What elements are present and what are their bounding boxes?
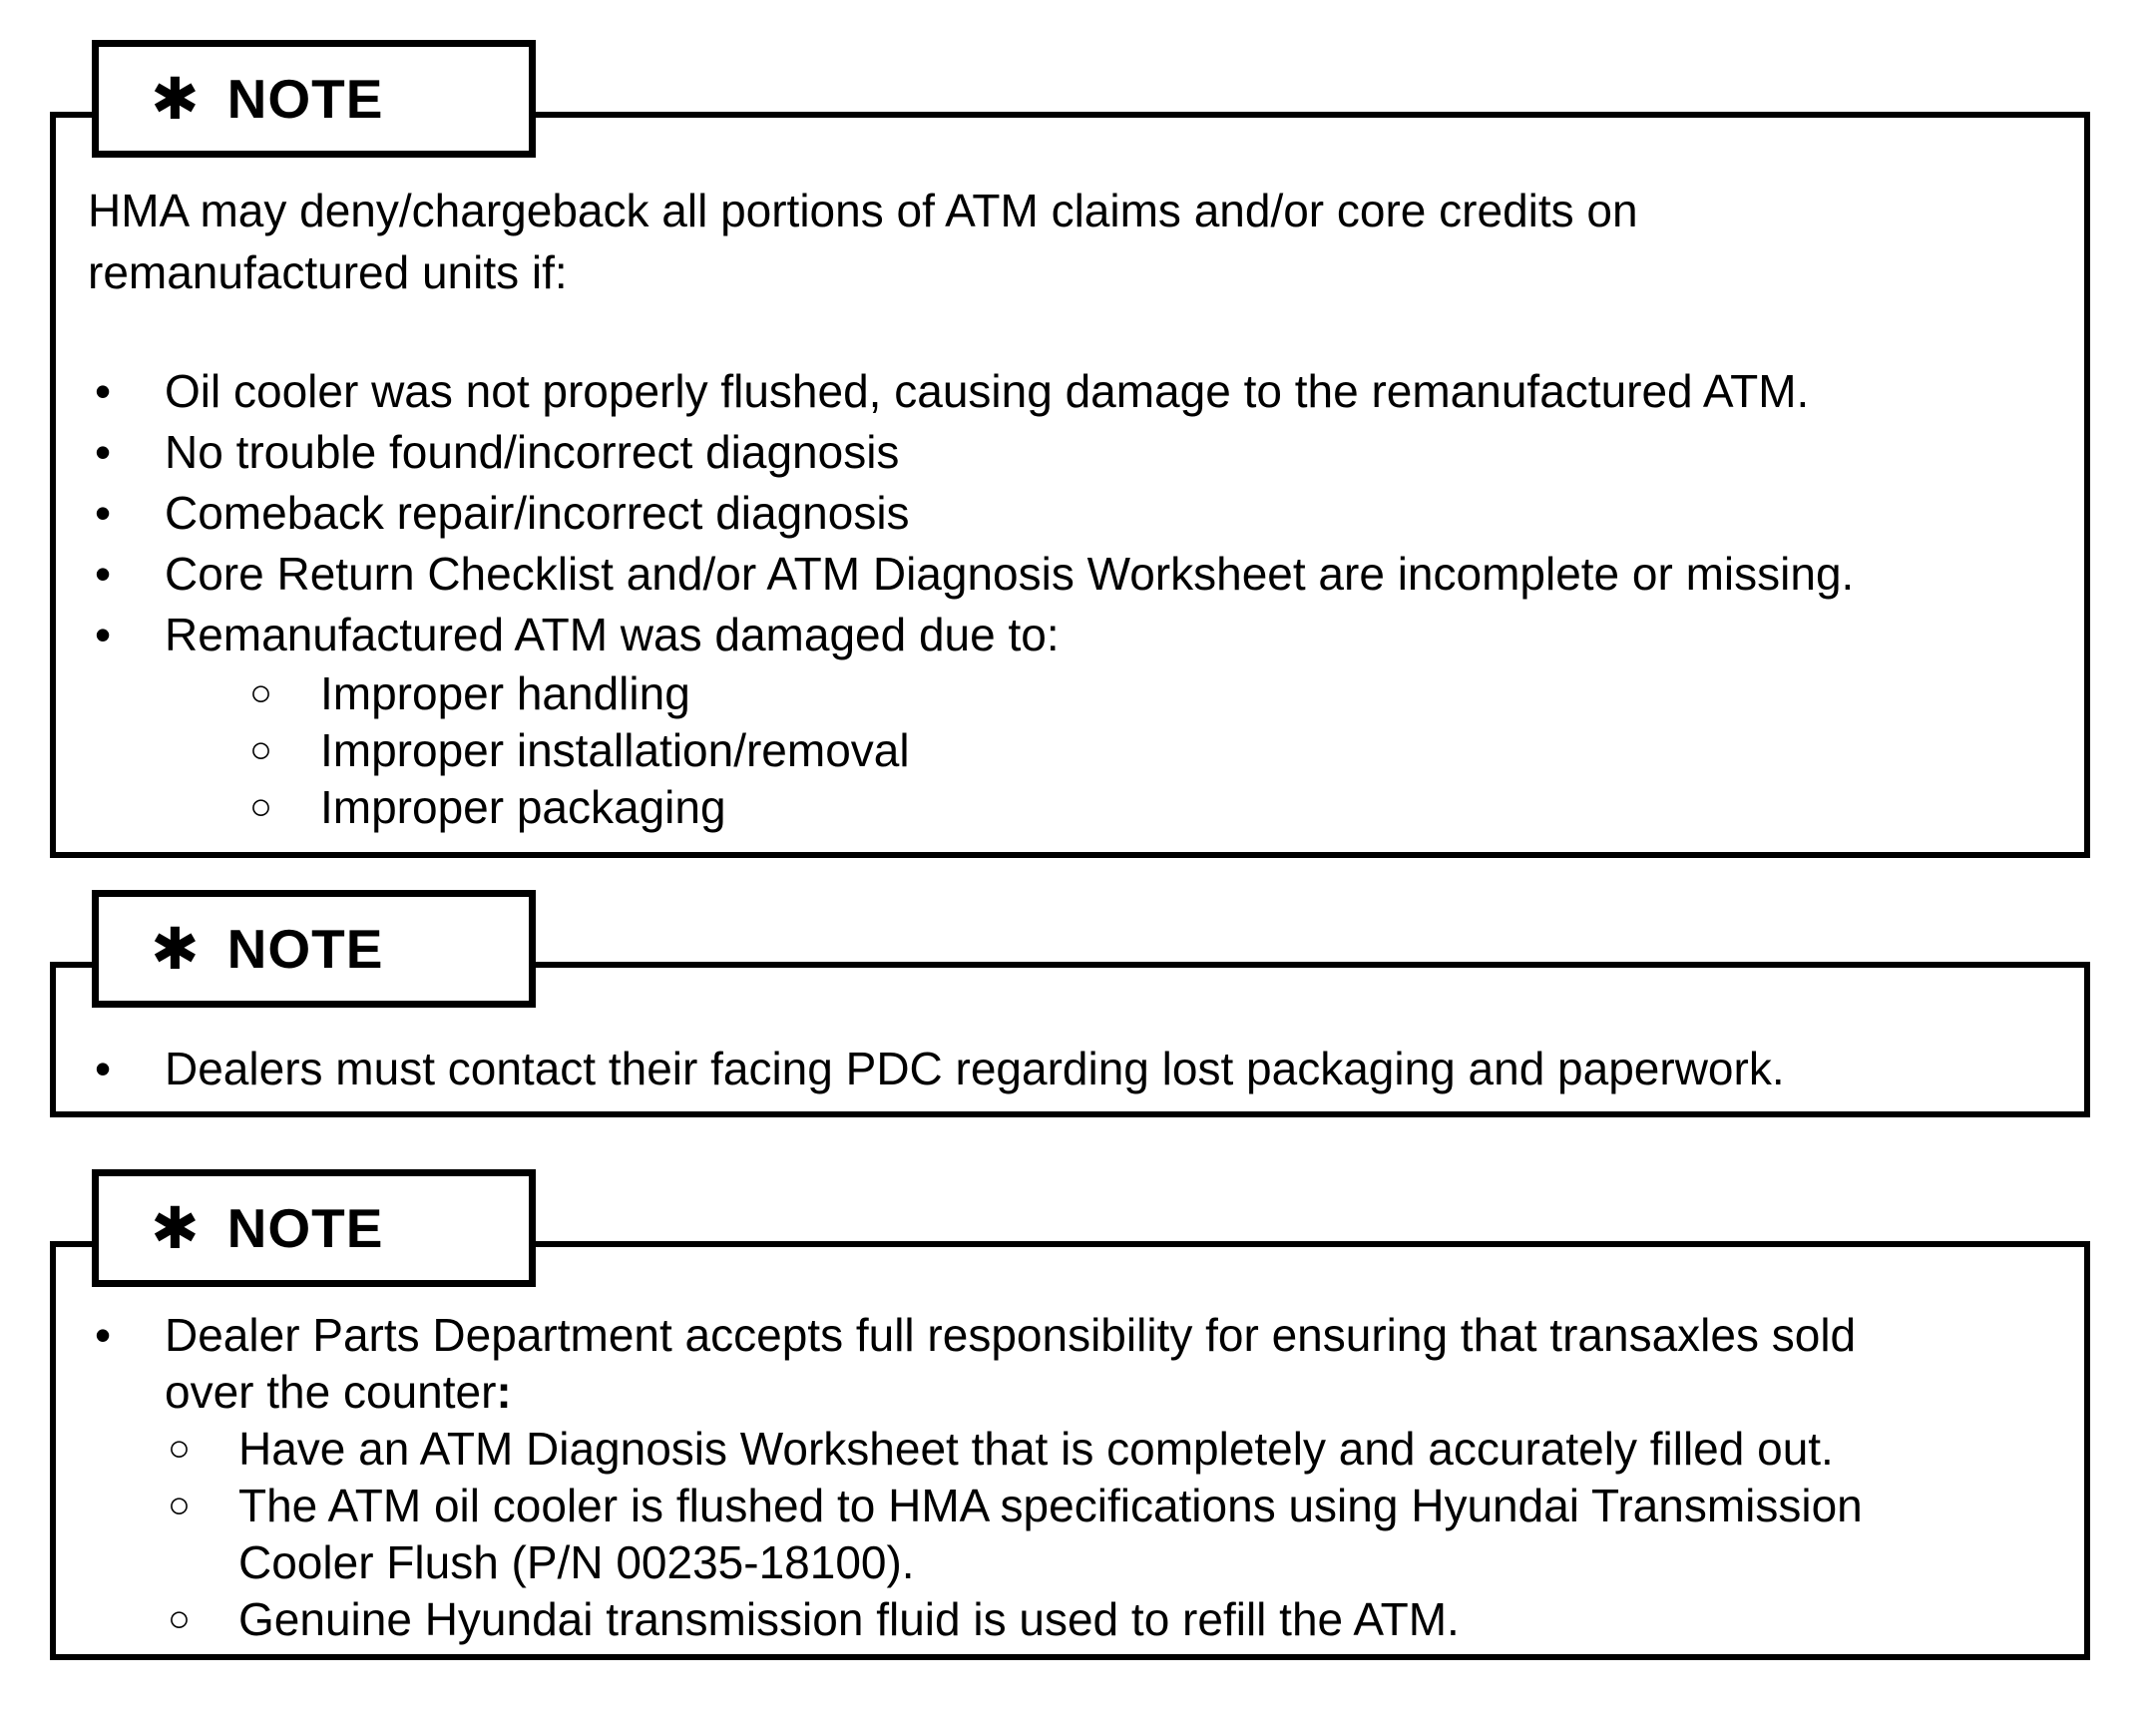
bullet-item: • Core Return Checklist and/or ATM Diagn… bbox=[88, 544, 2044, 605]
note-body: HMA may deny/chargeback all portions of … bbox=[50, 112, 2090, 858]
bullet-text: Core Return Checklist and/or ATM Diagnos… bbox=[165, 548, 1855, 600]
asterisk-icon: ✱ bbox=[151, 1194, 200, 1262]
sub-bullet-text: Genuine Hyundai transmission fluid is us… bbox=[238, 1593, 1460, 1645]
bullet-text: No trouble found/incorrect diagnosis bbox=[165, 426, 900, 478]
bullet-item: • Dealers must contact their facing PDC … bbox=[88, 1038, 2044, 1099]
asterisk-icon: ✱ bbox=[151, 915, 200, 983]
bullet-text: Remanufactured ATM was damaged due to: bbox=[165, 609, 1060, 660]
note-header: ✱ NOTE bbox=[92, 890, 536, 1008]
bullet-text: Comeback repair/incorrect diagnosis bbox=[165, 487, 910, 539]
bullet-text: Dealers must contact their facing PDC re… bbox=[165, 1043, 1785, 1094]
bullet-icon: • bbox=[95, 1309, 112, 1361]
note-box-claim-denial: ✱ NOTE HMA may deny/chargeback all porti… bbox=[50, 40, 2090, 858]
bullet-item: • No trouble found/incorrect diagnosis bbox=[88, 422, 2044, 483]
note-box-parts-department: ✱ NOTE • Dealer Parts Department accepts… bbox=[50, 1169, 2090, 1660]
note-title: NOTE bbox=[226, 68, 384, 130]
bullet-text-bold-colon: : bbox=[496, 1366, 512, 1418]
bullet-icon: • bbox=[95, 426, 112, 478]
circle-bullet-icon: ○ bbox=[249, 729, 272, 771]
circle-bullet-icon: ○ bbox=[168, 1598, 191, 1640]
document-page: ✱ NOTE HMA may deny/chargeback all porti… bbox=[0, 40, 2156, 1660]
sub-bullet-item: ○ The ATM oil cooler is flushed to HMA s… bbox=[166, 1478, 2044, 1591]
note-title: NOTE bbox=[226, 918, 384, 980]
sub-bullet-item: ○ Improper packaging bbox=[247, 779, 2044, 836]
asterisk-icon: ✱ bbox=[151, 65, 200, 133]
bullet-item: • Comeback repair/incorrect diagnosis bbox=[88, 483, 2044, 544]
sub-bullet-item: ○ Improper handling bbox=[247, 665, 2044, 722]
bullet-text-main: Dealer Parts Department accepts full res… bbox=[165, 1309, 1857, 1418]
bullet-item: • Oil cooler was not properly flushed, c… bbox=[88, 361, 2044, 422]
note-body: • Dealers must contact their facing PDC … bbox=[50, 962, 2090, 1117]
note-title: NOTE bbox=[226, 1197, 384, 1259]
circle-bullet-icon: ○ bbox=[249, 786, 272, 828]
bullet-icon: • bbox=[95, 487, 112, 539]
note-intro-paragraph: HMA may deny/chargeback all portions of … bbox=[88, 185, 1638, 298]
sub-bullet-text: The ATM oil cooler is flushed to HMA spe… bbox=[238, 1480, 1863, 1588]
sub-bullet-item: ○ Have an ATM Diagnosis Worksheet that i… bbox=[166, 1421, 2044, 1478]
bullet-item: • Remanufactured ATM was damaged due to: bbox=[88, 605, 2044, 665]
bullet-icon: • bbox=[95, 548, 112, 600]
sub-bullet-text: Improper handling bbox=[320, 667, 690, 719]
bullet-text: Oil cooler was not properly flushed, cau… bbox=[165, 365, 1810, 417]
sub-bullet-text: Improper packaging bbox=[320, 781, 726, 833]
note-box-facing-pdc: ✱ NOTE • Dealers must contact their faci… bbox=[50, 890, 2090, 1117]
sub-bullet-item: ○ Genuine Hyundai transmission fluid is … bbox=[166, 1591, 2044, 1648]
note-header: ✱ NOTE bbox=[92, 1169, 536, 1287]
bullet-icon: • bbox=[95, 1043, 112, 1094]
sub-bullet-text: Have an ATM Diagnosis Worksheet that is … bbox=[238, 1423, 1834, 1475]
bullet-text: Dealer Parts Department accepts full res… bbox=[165, 1307, 2044, 1421]
circle-bullet-icon: ○ bbox=[168, 1428, 191, 1470]
sub-bullet-text: Improper installation/removal bbox=[320, 724, 910, 776]
circle-bullet-icon: ○ bbox=[168, 1485, 191, 1526]
note-body: • Dealer Parts Department accepts full r… bbox=[50, 1241, 2090, 1660]
bullet-icon: • bbox=[95, 609, 112, 660]
circle-bullet-icon: ○ bbox=[249, 672, 272, 714]
bullet-icon: • bbox=[95, 365, 112, 417]
sub-bullet-item: ○ Improper installation/removal bbox=[247, 722, 2044, 779]
bullet-item: • Dealer Parts Department accepts full r… bbox=[88, 1307, 2044, 1421]
note-header: ✱ NOTE bbox=[92, 40, 536, 158]
